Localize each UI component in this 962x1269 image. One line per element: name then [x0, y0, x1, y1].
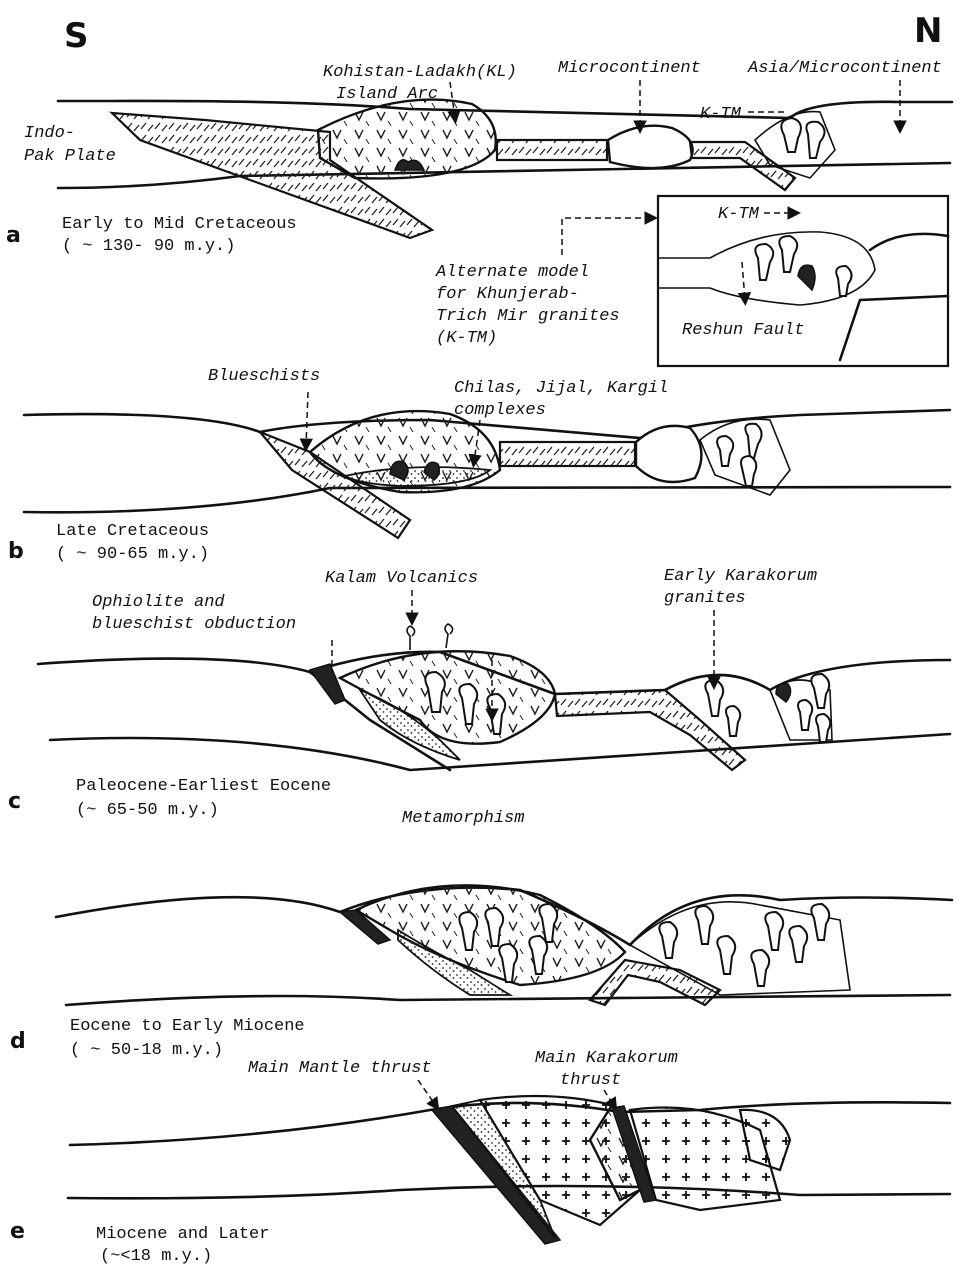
kohistan-label-2: Island Arc [336, 85, 438, 104]
pluton-d11 [811, 904, 829, 940]
pluton-b5 [741, 456, 756, 486]
panel-a-caption-1: Early to Mid Cretaceous [62, 215, 297, 234]
pluton-c5 [726, 706, 740, 736]
alternate-label-1: Alternate model [435, 263, 589, 282]
pluton-d10 [789, 926, 807, 962]
mmt-arrow [418, 1080, 436, 1106]
chilas-label-2: complexes [454, 401, 546, 420]
mkt-label-2: thrust [560, 1071, 621, 1090]
pluton-b3 [717, 436, 733, 466]
panel-c: Kalam Volcanics Ophiolite and blueschist… [8, 567, 950, 828]
south-label: S [64, 16, 89, 56]
panel-d-caption-2: ( ~ 50-18 m.y.) [70, 1041, 223, 1060]
inset-alternate-model: K-TM Reshun Fault [658, 196, 948, 366]
volcanic-plume-1 [407, 626, 415, 650]
panel-b-base-line [24, 487, 950, 512]
indo-pak-label-2: Pak Plate [24, 147, 116, 166]
panel-d-base-line [66, 995, 950, 1005]
ophiolite-label-2: blueschist obduction [92, 615, 296, 634]
pluton-c9 [816, 714, 830, 742]
blueschists-label: Blueschists [208, 367, 320, 386]
alternate-label-4: (K-TM) [436, 329, 497, 348]
inset-ktm-label: K-TM [718, 205, 760, 224]
metamorphism-label: Metamorphism [402, 809, 524, 828]
oceanic-plate-segment-1 [497, 140, 607, 160]
alternate-label-3: Trich Mir granites [436, 307, 620, 326]
panel-e-caption-2: (~<18 m.y.) [100, 1247, 212, 1266]
pluton-a2 [806, 122, 824, 158]
panel-a-base-line [58, 163, 950, 188]
kohistan-label-1: Kohistan-Ladakh(KL) [323, 63, 517, 82]
ophiolite-label-1: Ophiolite and [92, 593, 225, 612]
ophiolite-sliver [310, 664, 345, 704]
pluton-b4 [745, 424, 761, 458]
alternate-arrow [562, 218, 652, 255]
pluton-c4 [705, 680, 723, 716]
panel-c-caption-1: Paleocene-Earliest Eocene [76, 777, 331, 796]
panel-c-caption-2: (~ 65-50 m.y.) [76, 801, 219, 820]
kalam-label: Kalam Volcanics [325, 569, 478, 588]
panel-b: Blueschists Chilas, Jijal, Kargil comple… [8, 367, 950, 564]
early-karakorum-label-1: Early Karakorum [664, 567, 817, 586]
pluton-d8 [717, 936, 735, 974]
pluton-d6 [659, 922, 677, 958]
microcontinent-b [636, 426, 701, 482]
panel-a-surface-line [58, 101, 952, 118]
panel-d-caption-1: Eocene to Early Miocene [70, 1017, 305, 1036]
asia-label: Asia/Microcontinent [747, 59, 942, 78]
ktm-label-a: K-TM [700, 105, 742, 124]
mmt-label: Main Mantle thrust [248, 1059, 432, 1078]
indo-pak-label-1: Indo- [24, 124, 75, 143]
panel-b-caption-2: ( ~ 90-65 m.y.) [56, 545, 209, 564]
blueschists-arrow [306, 392, 308, 446]
panel-a-letter: a [6, 223, 21, 248]
panel-b-letter: b [8, 539, 24, 564]
north-label: N [914, 11, 942, 51]
panel-d: d Eocene to Early Miocene ( ~ 50-18 m.y.… [10, 885, 952, 1060]
panel-e-caption-1: Miocene and Later [96, 1225, 269, 1244]
panel-d-letter: d [10, 1029, 26, 1054]
chilas-label-1: Chilas, Jijal, Kargil [454, 379, 668, 398]
alternate-label-2: for Khunjerab- [436, 285, 579, 304]
pluton-c8 [798, 700, 812, 730]
pluton-d12 [751, 950, 769, 986]
pluton-d7 [695, 906, 713, 944]
pluton-a1 [781, 118, 801, 152]
mkt-label-1: Main Karakorum [535, 1049, 678, 1068]
panel-a-caption-2: ( ~ 130- 90 m.y.) [62, 237, 235, 256]
panel-b-caption-1: Late Cretaceous [56, 522, 209, 541]
panel-c-letter: c [8, 789, 21, 814]
microcontinent-a [608, 126, 693, 168]
microcontinent-label: Microcontinent [558, 59, 701, 78]
panel-e-letter: e [10, 1219, 25, 1244]
volcanic-plume-2 [445, 624, 453, 648]
pluton-c6 [776, 684, 791, 702]
early-karakorum-label-2: granites [664, 589, 746, 608]
panel-e: Main Mantle thrust Main Karakorum thrust… [10, 1049, 950, 1266]
pluton-d9 [765, 912, 783, 950]
oceanic-plate-b [500, 442, 635, 466]
reshun-fault-label: Reshun Fault [682, 321, 804, 340]
pluton-c7 [811, 674, 829, 708]
